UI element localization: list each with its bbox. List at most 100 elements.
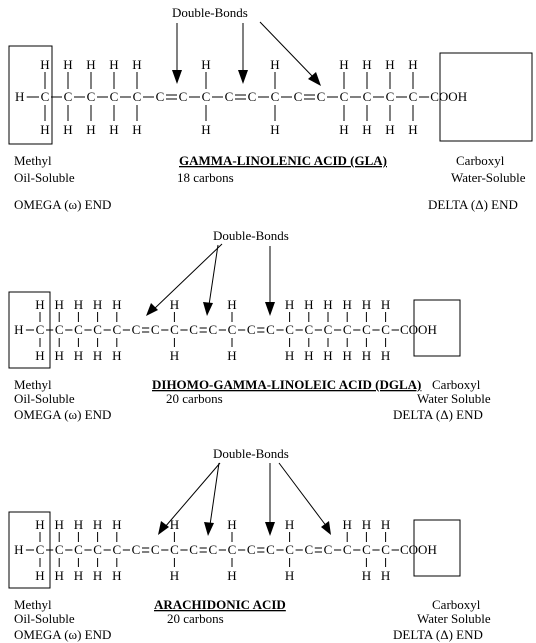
hydrogen-top-4: H [93, 297, 102, 312]
hydrogen-top-2: H [55, 517, 64, 532]
hydrogen-top-4: H [93, 517, 102, 532]
carbon-atom-15: C [304, 322, 313, 337]
gla-arrow-1-head [172, 70, 182, 84]
carbon-atom-12: C [247, 542, 256, 557]
hydrogen-top-5: H [132, 57, 141, 72]
dgla-acid-name: DIHOMO-GAMMA-LINOLEIC ACID (DGLA) [152, 377, 421, 392]
dgla-carboxyl-box [413, 299, 461, 357]
hydrogen-top-16: H [385, 57, 394, 72]
hydrogen-top-18: H [362, 297, 371, 312]
hydrogen-top-17: H [408, 57, 417, 72]
terminal-hydrogen: H [14, 322, 23, 337]
dgla-methyl-label: Methyl [14, 377, 52, 392]
aa-carboxyl-label: Carboxyl [432, 597, 481, 612]
hydrogen-top-1: H [35, 297, 44, 312]
carbon-atom-3: C [74, 322, 83, 337]
hydrogen-top-3: H [74, 297, 83, 312]
hydrogen-top-1: H [35, 517, 44, 532]
hydrogen-top-17: H [343, 517, 352, 532]
aa-arrow-1-head [158, 521, 169, 535]
carbon-atom-10: C [248, 89, 257, 104]
aa-arrow-4 [278, 462, 328, 528]
aa-arrow-3-head [265, 522, 275, 536]
hydrogen-bottom-17: H [343, 348, 352, 363]
carbon-atom-8: C [202, 89, 211, 104]
dgla-arrow-3-head [265, 302, 275, 316]
carbon-atom-1: C [36, 542, 45, 557]
carbon-atom-16: C [324, 322, 333, 337]
hydrogen-bottom-5: H [132, 122, 141, 137]
carbon-atom-3: C [74, 542, 83, 557]
carbon-atom-2: C [55, 542, 64, 557]
hydrogen-top-17: H [343, 297, 352, 312]
carbon-atom-8: C [170, 542, 179, 557]
gla-arrow-2-head [238, 70, 248, 84]
carbon-atom-7: C [151, 322, 160, 337]
hydrogen-bottom-18: H [362, 348, 371, 363]
carbon-atom-5: C [133, 89, 142, 104]
carbon-atom-7: C [179, 89, 188, 104]
hydrogen-bottom-19: H [381, 568, 390, 583]
carbon-atom-6: C [156, 89, 165, 104]
aa-acid-name: ARACHIDONIC ACID [154, 597, 286, 612]
hydrogen-bottom-5: H [112, 568, 121, 583]
carbon-atom-1: C [41, 89, 50, 104]
hydrogen-bottom-3: H [86, 122, 95, 137]
gla-omega-end-label: OMEGA (ω) END [14, 197, 111, 212]
hydrogen-bottom-5: H [112, 348, 121, 363]
hydrogen-bottom-16: H [385, 122, 394, 137]
carbon-atom-12: C [247, 322, 256, 337]
hydrogen-bottom-1: H [35, 348, 44, 363]
dgla-arrow-1 [152, 243, 223, 311]
carbon-atom-16: C [386, 89, 395, 104]
gla-double-bonds-label: Double-Bonds [172, 5, 248, 20]
hydrogen-bottom-4: H [93, 568, 102, 583]
aa-oil-soluble-label: Oil-Soluble [14, 611, 75, 626]
carbon-atom-9: C [225, 89, 234, 104]
hydrogen-bottom-16: H [323, 348, 332, 363]
gla-arrow-3-head [308, 72, 321, 86]
dgla-arrow-2 [208, 244, 219, 306]
dgla-delta-end-label: DELTA (Δ) END [393, 407, 483, 422]
carbon-atom-2: C [64, 89, 73, 104]
aa-carbon-count: 20 carbons [167, 611, 224, 626]
dgla-carboxyl-label: Carboxyl [432, 377, 481, 392]
gla-methyl-label: Methyl [14, 153, 52, 168]
hydrogen-bottom-1: H [40, 122, 49, 137]
hydrogen-bottom-3: H [74, 568, 83, 583]
carbon-atom-8: C [170, 322, 179, 337]
dgla-arrow-2-head [203, 302, 213, 316]
hydrogen-bottom-4: H [93, 348, 102, 363]
hydrogen-top-19: H [381, 297, 390, 312]
gla-carbon-count: 18 carbons [177, 170, 234, 185]
hydrogen-bottom-18: H [362, 568, 371, 583]
carbon-atom-13: C [266, 542, 275, 557]
hydrogen-top-2: H [63, 57, 72, 72]
gla-carboxyl-box [439, 52, 533, 142]
hydrogen-top-14: H [339, 57, 348, 72]
carbon-atom-14: C [285, 322, 294, 337]
carbon-atom-14: C [285, 542, 294, 557]
hydrogen-bottom-14: H [285, 348, 294, 363]
hydrogen-top-2: H [55, 297, 64, 312]
carbon-atom-14: C [340, 89, 349, 104]
dgla-water-soluble-label: Water Soluble [417, 391, 491, 406]
acid-group-label: COOH [400, 322, 437, 337]
hydrogen-bottom-2: H [55, 568, 64, 583]
carbon-atom-2: C [55, 322, 64, 337]
hydrogen-top-8: H [201, 57, 210, 72]
hydrogen-bottom-8: H [201, 122, 210, 137]
carbon-atom-17: C [343, 322, 352, 337]
hydrogen-top-16: H [323, 297, 332, 312]
carbon-atom-11: C [228, 322, 237, 337]
acid-group-label: COOH [400, 542, 437, 557]
hydrogen-bottom-8: H [170, 568, 179, 583]
aa-omega-end-label: OMEGA (ω) END [14, 627, 111, 642]
dgla-double-bonds-label: Double-Bonds [213, 228, 289, 243]
dgla-arrow-1-head [146, 303, 158, 316]
